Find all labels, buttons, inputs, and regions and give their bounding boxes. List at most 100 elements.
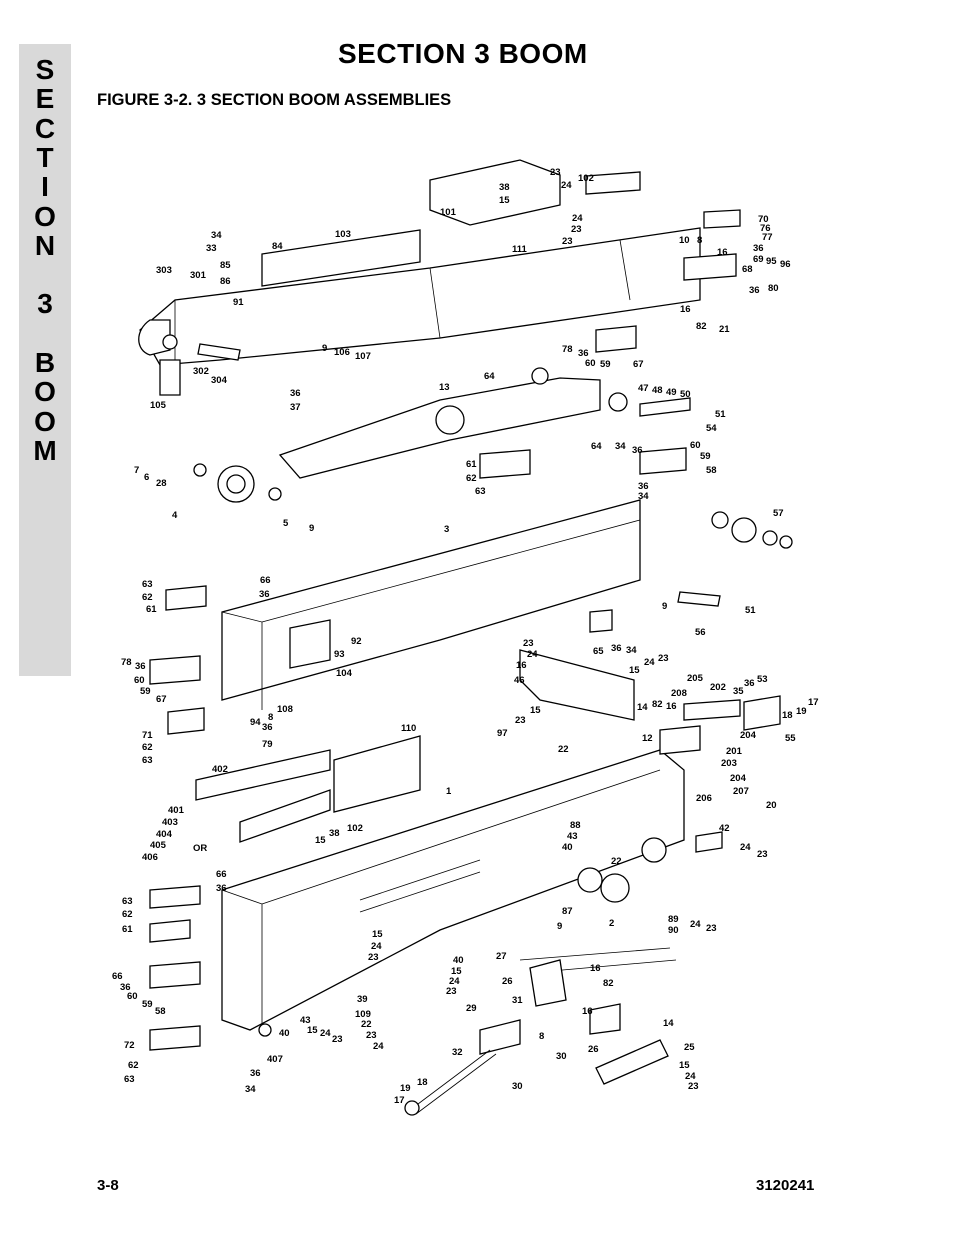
part-callout: 24 bbox=[373, 1041, 384, 1052]
part-callout: 8 bbox=[539, 1031, 544, 1042]
part-callout: 25 bbox=[684, 1042, 695, 1053]
part-callout: 86 bbox=[220, 276, 231, 287]
part-callout: 401 bbox=[168, 805, 185, 816]
part-callout: 15 bbox=[679, 1060, 690, 1071]
side-tab-letter: T bbox=[36, 141, 54, 173]
part-callout: 23 bbox=[658, 653, 669, 664]
sheave-assembly bbox=[193, 447, 793, 549]
part-callout: 40 bbox=[453, 955, 464, 966]
part-callout: 93 bbox=[334, 649, 345, 660]
part-callout: 38 bbox=[499, 182, 510, 193]
part-callout: 28 bbox=[156, 478, 167, 489]
part-callout: 36 bbox=[290, 388, 301, 399]
part-callout: 26 bbox=[588, 1044, 599, 1055]
part-callout: 87 bbox=[562, 906, 573, 917]
part-callout: 103 bbox=[335, 229, 351, 240]
part-callout: 40 bbox=[562, 842, 573, 853]
part-callout: 56 bbox=[695, 627, 706, 638]
part-callout: 80 bbox=[768, 283, 779, 294]
part-callout: 62 bbox=[466, 473, 477, 484]
part-callout: 15 bbox=[307, 1025, 318, 1036]
part-callout: 37 bbox=[290, 402, 301, 413]
part-callout: 82 bbox=[652, 699, 663, 710]
part-callout: 2 bbox=[609, 918, 614, 929]
part-callout: 23 bbox=[366, 1030, 377, 1041]
part-callout: 23 bbox=[706, 923, 717, 934]
figure-caption: FIGURE 3-2. 3 SECTION BOOM ASSEMBLIES bbox=[97, 91, 452, 109]
part-callout: 36 bbox=[744, 678, 755, 689]
part-callout: 15 bbox=[629, 665, 640, 676]
part-callout: 61 bbox=[146, 604, 157, 615]
part-callout: 38 bbox=[329, 828, 340, 839]
part-callout: 22 bbox=[361, 1019, 372, 1030]
part-callout: 30 bbox=[512, 1081, 523, 1092]
part-callout: 43 bbox=[300, 1015, 311, 1026]
part-callout: 24 bbox=[644, 657, 655, 668]
part-callout: 51 bbox=[745, 605, 756, 616]
part-callout: 405 bbox=[150, 840, 167, 851]
part-callout: 23 bbox=[757, 849, 768, 860]
part-callout: 47 bbox=[638, 383, 649, 394]
part-callout: 15 bbox=[499, 195, 510, 206]
part-callout: 82 bbox=[603, 978, 614, 989]
part-callout: 68 bbox=[742, 264, 753, 275]
part-callout: 15 bbox=[315, 835, 326, 846]
part-callout: 102 bbox=[347, 823, 363, 834]
part-callout: 8 bbox=[697, 235, 702, 246]
part-callout: 17 bbox=[808, 697, 819, 708]
part-callout: 66 bbox=[260, 575, 271, 586]
part-callout: 62 bbox=[142, 742, 153, 753]
part-callout: 34 bbox=[638, 491, 649, 502]
part-callout: 9 bbox=[662, 601, 667, 612]
part-callout: OR bbox=[193, 843, 207, 854]
part-callout: 36 bbox=[120, 982, 131, 993]
part-callout: 63 bbox=[142, 755, 153, 766]
part-callout: 53 bbox=[757, 674, 768, 685]
part-callout: 65 bbox=[593, 646, 604, 657]
part-callout: 23 bbox=[571, 224, 582, 235]
part-callout: 72 bbox=[124, 1040, 135, 1051]
part-callout: 64 bbox=[484, 371, 495, 382]
part-callout: 24 bbox=[690, 919, 701, 930]
part-callout: 203 bbox=[721, 758, 737, 769]
part-callout: 14 bbox=[637, 702, 648, 713]
part-callout: 26 bbox=[502, 976, 513, 987]
part-callout: 23 bbox=[562, 236, 573, 247]
part-callout: 201 bbox=[726, 746, 743, 757]
part-callout: 104 bbox=[336, 668, 353, 679]
side-tab-letter: M bbox=[33, 434, 57, 466]
part-callout: 66 bbox=[112, 971, 123, 982]
part-callout: 95 bbox=[766, 256, 777, 267]
part-callout: 66 bbox=[216, 869, 227, 880]
part-callout: 76 bbox=[760, 223, 771, 234]
part-callout: 36 bbox=[216, 883, 227, 894]
part-callout: 20 bbox=[766, 800, 777, 811]
part-callout: 84 bbox=[272, 241, 283, 252]
part-callout: 42 bbox=[719, 823, 730, 834]
part-callout: 31 bbox=[512, 995, 523, 1006]
part-callout: 61 bbox=[466, 459, 477, 470]
part-callout: 49 bbox=[666, 387, 677, 398]
part-callout: 107 bbox=[355, 351, 371, 362]
part-callout: 110 bbox=[401, 723, 416, 734]
part-callout: 60 bbox=[690, 440, 701, 451]
part-callout: 204 bbox=[740, 730, 757, 741]
part-callout: 60 bbox=[127, 991, 138, 1002]
part-callout: 63 bbox=[122, 896, 133, 907]
part-callout: 108 bbox=[277, 704, 293, 715]
part-callout: 89 bbox=[668, 914, 679, 925]
part-callout: 32 bbox=[452, 1047, 463, 1058]
part-callout: 96 bbox=[780, 259, 791, 270]
part-callout: 62 bbox=[122, 909, 133, 920]
part-callout: 202 bbox=[710, 682, 726, 693]
part-callout: 14 bbox=[663, 1018, 674, 1029]
part-callout: 18 bbox=[417, 1077, 428, 1088]
chain-assembly bbox=[359, 859, 677, 1116]
part-callout: 29 bbox=[466, 1003, 477, 1014]
part-callout: 62 bbox=[128, 1060, 139, 1071]
part-callout: 23 bbox=[446, 986, 457, 997]
part-callout: 102 bbox=[578, 173, 594, 184]
